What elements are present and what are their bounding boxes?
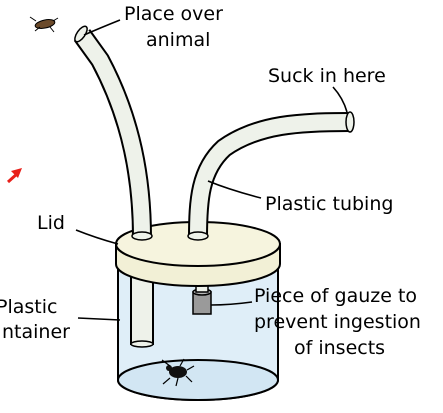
intake-tube	[73, 25, 153, 241]
leader-lid	[75, 229, 119, 245]
label-place-over-line2: animal	[146, 29, 210, 51]
label-place-over-line1: Place over	[124, 3, 223, 25]
leader-container	[77, 317, 121, 321]
label-suck-in: Suck in here	[268, 65, 386, 87]
leader-gauze	[210, 301, 253, 306]
leader-place-over	[83, 19, 121, 36]
beetle-icon	[161, 358, 195, 387]
label-gauze-line1: Piece of gauze to	[254, 285, 417, 307]
label-gauze-line3: of insects	[294, 337, 385, 359]
label-container-line2: ntainer	[2, 321, 70, 343]
lid	[115, 221, 281, 287]
plastic-container	[117, 261, 279, 401]
leader-tubing	[207, 180, 262, 199]
label-tubing: Plastic tubing	[265, 193, 393, 215]
label-container-line1: Plastic	[0, 296, 57, 318]
label-lid: Lid	[37, 212, 65, 234]
target-insect-icon	[29, 16, 59, 33]
leader-lines	[75, 19, 348, 321]
red-arrow-icon	[6, 168, 22, 184]
label-gauze-line2: prevent ingestion	[254, 311, 421, 333]
mouth-tube	[187, 111, 355, 241]
leader-suck-in	[332, 86, 348, 113]
